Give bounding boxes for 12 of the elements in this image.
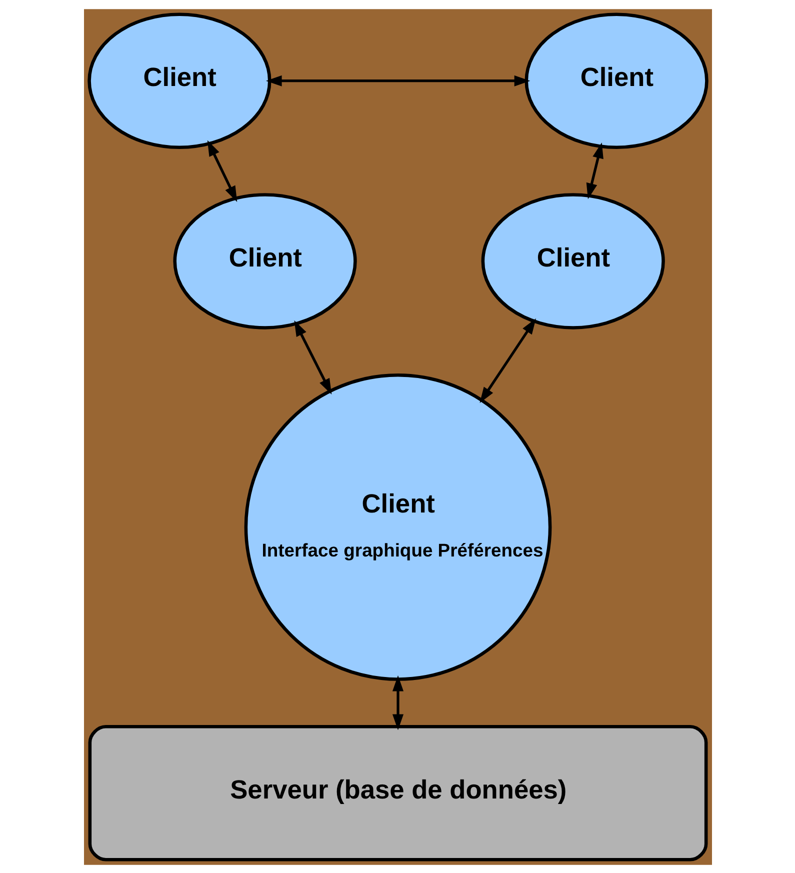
arrow <box>265 74 530 86</box>
arrow <box>586 142 603 199</box>
node-circle: Client Interface graphique Préférences <box>244 372 552 680</box>
arrow <box>392 674 404 730</box>
node-ellipse: Client <box>87 12 271 148</box>
arrow <box>294 320 332 394</box>
arrow <box>206 140 237 202</box>
node-ellipse: Client <box>172 192 356 329</box>
arrow <box>479 318 536 402</box>
node-box: Serveur (base de données) <box>88 724 708 861</box>
node-ellipse: Client <box>480 192 664 329</box>
node-ellipse: Client <box>524 12 708 148</box>
